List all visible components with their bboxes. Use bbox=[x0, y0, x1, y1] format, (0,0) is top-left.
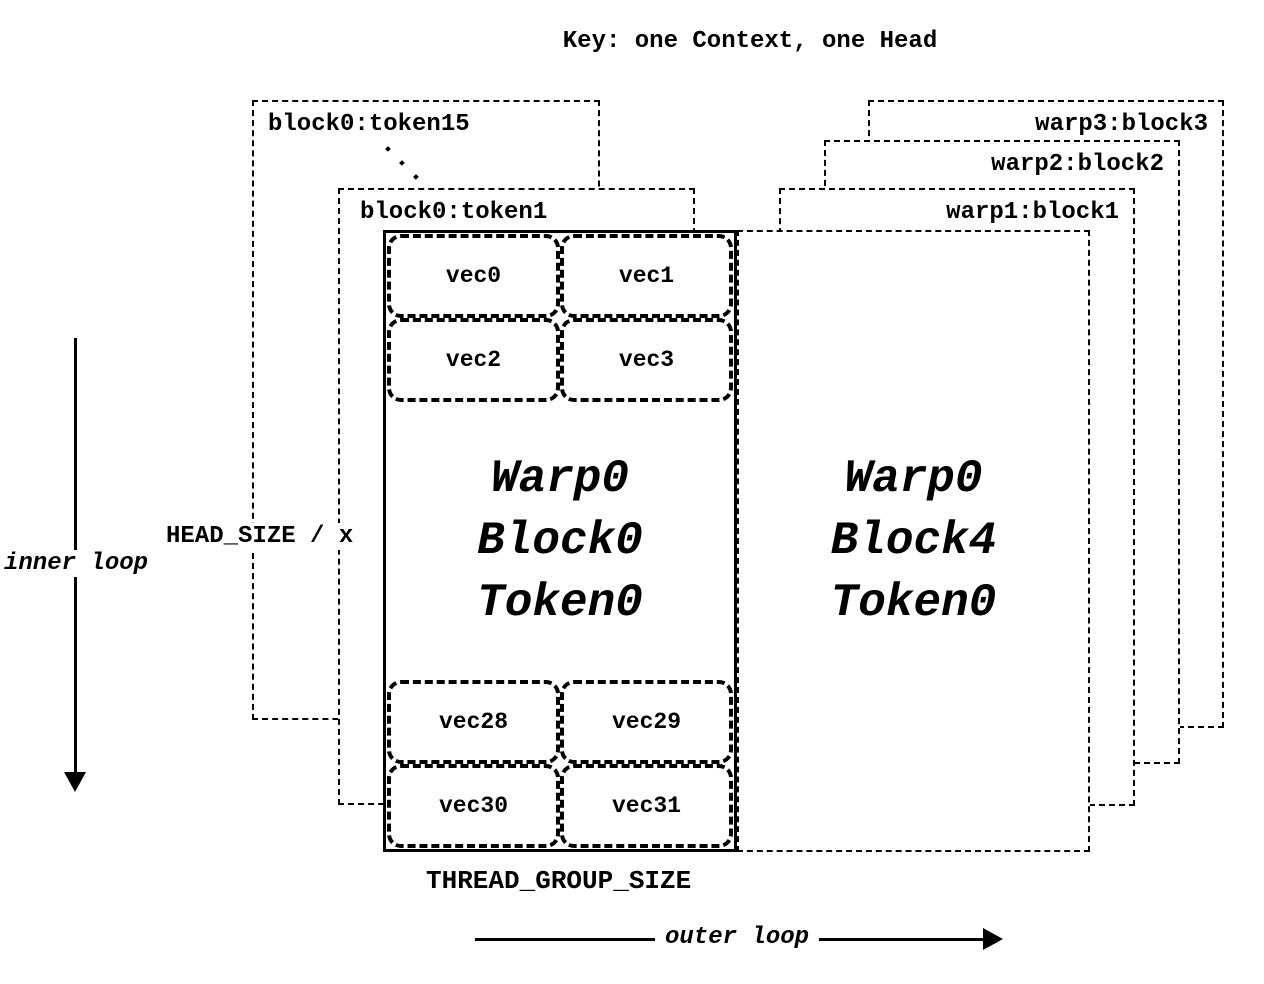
outer-loop-arrowhead-icon bbox=[983, 928, 1003, 950]
warp3-block3-label: warp3:block3 bbox=[1035, 111, 1208, 138]
warp0-block4-token0-text: Warp0 Block4 Token0 bbox=[739, 232, 1088, 850]
front-left-line-2: Block0 bbox=[477, 514, 643, 567]
block0-token15-label: block0:token15 bbox=[268, 111, 470, 138]
warp0-block0-token0-box: Warp0 Block0 Token0 vec0 vec1 vec2 vec3 … bbox=[383, 230, 737, 852]
front-right-line-1: Warp0 bbox=[844, 452, 983, 505]
front-left-line-1: Warp0 bbox=[490, 452, 630, 505]
inner-loop-label: inner loop bbox=[4, 550, 149, 577]
vec-cell-vec28: vec28 bbox=[387, 680, 560, 764]
front-right-line-3: Token0 bbox=[830, 577, 997, 630]
front-left-line-3: Token0 bbox=[477, 577, 643, 630]
block0-token1-label: block0:token1 bbox=[360, 199, 548, 226]
vec-cell-vec30: vec30 bbox=[387, 764, 560, 848]
head-size-label: HEAD_SIZE / x bbox=[163, 523, 357, 550]
thread-group-size-label: THREAD_GROUP_SIZE bbox=[426, 866, 692, 896]
inner-loop-arrowhead-icon bbox=[64, 772, 86, 792]
top-vec-group: vec0 vec1 vec2 vec3 bbox=[387, 234, 733, 402]
warp0-block4-token0-box: Warp0 Block4 Token0 bbox=[737, 230, 1090, 852]
front-right-line-2: Block4 bbox=[830, 514, 997, 567]
vec-cell-vec2: vec2 bbox=[387, 318, 560, 402]
vec-cell-vec1: vec1 bbox=[560, 234, 733, 318]
bottom-vec-group: vec28 vec29 vec30 vec31 bbox=[387, 680, 733, 848]
warp1-block1-label: warp1:block1 bbox=[946, 199, 1119, 226]
vec-cell-vec3: vec3 bbox=[560, 318, 733, 402]
outer-loop-label: outer loop bbox=[655, 924, 820, 951]
diagram-title: Key: one Context, one Head bbox=[562, 28, 938, 55]
vec-cell-vec0: vec0 bbox=[387, 234, 560, 318]
warp2-block2-label: warp2:block2 bbox=[991, 151, 1164, 178]
vec-cell-vec31: vec31 bbox=[560, 764, 733, 848]
vec-cell-vec29: vec29 bbox=[560, 680, 733, 764]
